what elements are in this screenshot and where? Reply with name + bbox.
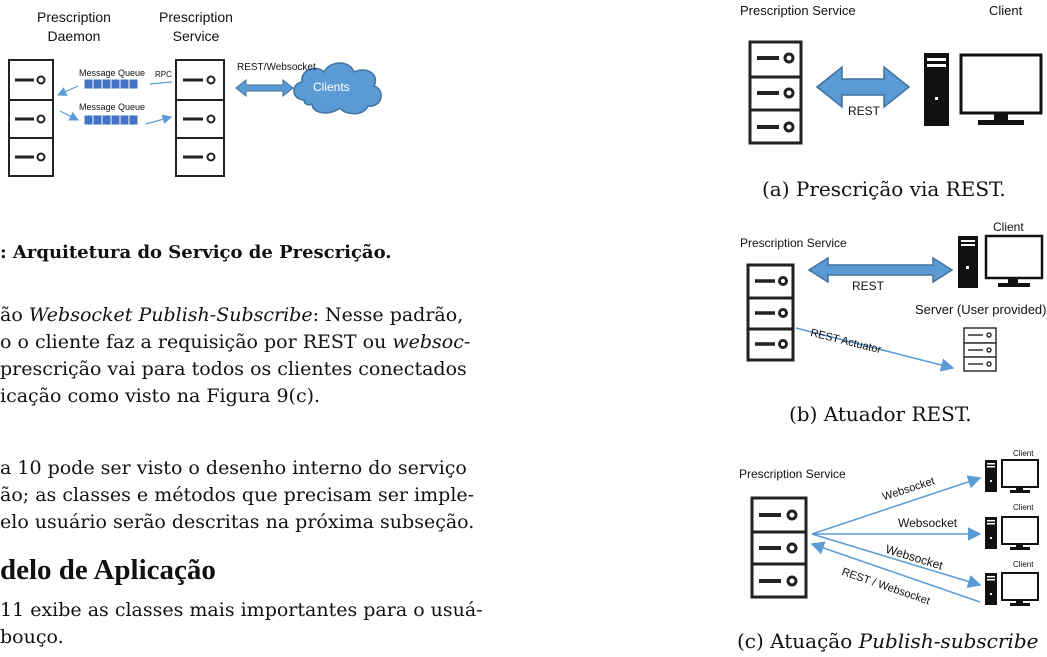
architecture-figure-caption: : Arquitetura do Serviço de Prescrição. [0,242,392,263]
fig-c-server-icon [750,496,808,599]
fig-b-user-server-icon [963,327,997,372]
fig-b-actuator-arrow [795,327,955,372]
clients-label: Clients [313,80,350,94]
queue-to-daemon-arrow [56,85,79,96]
daemon-label-2: Daemon [47,28,101,44]
p1l2-italic: websoc- [392,331,471,353]
service-label-2: Service [172,28,220,44]
message-queue-top-icon [83,78,139,90]
service-server-icon [175,59,225,177]
paragraph-2-line-2: ão; as classes e métodos que precisam se… [0,484,475,506]
daemon-label-1: Prescription [37,9,111,25]
service-label-1: Prescription [159,9,233,25]
paragraph-2-line-1: a 10 pode ser visto o desenho interno do… [0,457,467,479]
queue-to-service-arrow [145,114,173,125]
rest-websocket-label: REST/Websocket [237,62,316,73]
fig-c-rest-ws-arrow [810,541,981,603]
queue-top-label: Message Queue [79,68,146,78]
paragraph-1-line-1: ão Websocket Publish-Subscribe: Nesse pa… [0,302,463,328]
fig-c-caption-prefix: (c) Atuação [737,629,859,653]
fig-a-server-icon [748,40,803,145]
paragraph-1-line-3: prescrição vai para todos os clientes co… [0,358,467,380]
fig-b-client-label: Client [993,220,1024,234]
paragraph-2-line-3: elo usuário serão descritas na próxima s… [0,511,475,533]
paragraph-3-line-2: bouço. [0,626,64,648]
fig-c-client-computer-icon-3 [985,572,1039,606]
fig-a-rest-label: REST [848,104,881,118]
rpc-line [149,81,173,85]
fig-c-ws-arrow-3 [811,533,982,588]
daemon-server-icon [8,59,54,177]
fig-b-server-icon [746,263,795,362]
fig-a-rest-double-arrow [815,65,911,109]
fig-c-ws-label-2: Websocket [898,516,958,530]
fig-c-caption: (c) Atuação Publish-subscribe [737,629,1038,653]
fig-b-server-label: Server (User provided) [915,302,1047,317]
fig-c-caption-italic: Publish-subscribe [858,629,1039,653]
paragraph-1-line-2: o o cliente faz a requisição por REST ou… [0,329,470,355]
fig-c-ws-arrow-1 [811,475,982,535]
section-heading: delo de Aplicação [0,554,216,586]
fig-a-client-label: Client [989,3,1023,18]
paragraph-3-line-1: 11 exibe as classes mais importantes par… [0,599,483,621]
p1l1-suffix: : Nesse padrão, [312,304,464,326]
fig-b-service-label: Prescription Service [740,236,847,250]
fig-a-service-label: Prescription Service [740,3,856,18]
fig-b-client-computer-icon [958,234,1044,288]
paragraph-1-line-4: icação como visto na Figura 9(c). [0,385,321,407]
p1l2-prefix: o o cliente faz a requisição por REST ou [0,331,393,353]
clients-cloud-icon [293,62,382,115]
fig-a-client-computer-icon [924,53,1043,126]
fig-b-rest-label: REST [852,279,885,293]
fig-c-client-label-1: Client [1013,449,1034,458]
fig-c-client-computer-icon-2 [985,516,1039,550]
fig-b-caption: (b) Atuador REST. [789,402,972,426]
rest-websocket-double-arrow [235,78,294,98]
fig-a-caption: (a) Prescrição via REST. [762,177,1006,201]
p1l1-prefix: ão [0,304,29,326]
fig-b-rest-double-arrow [807,256,954,284]
message-queue-bottom-icon [83,114,139,126]
fig-c-client-computer-icon-1 [985,459,1039,493]
p1l1-italic: Websocket Publish-Subscribe [28,304,313,326]
fig-c-client-label-2: Client [1013,503,1034,512]
rpc-label: RPC [155,70,172,79]
fig-c-service-label: Prescription Service [739,467,846,481]
daemon-to-queue-arrow [59,110,80,121]
fig-c-client-label-3: Client [1013,560,1034,569]
queue-bottom-label: Message Queue [79,102,146,112]
